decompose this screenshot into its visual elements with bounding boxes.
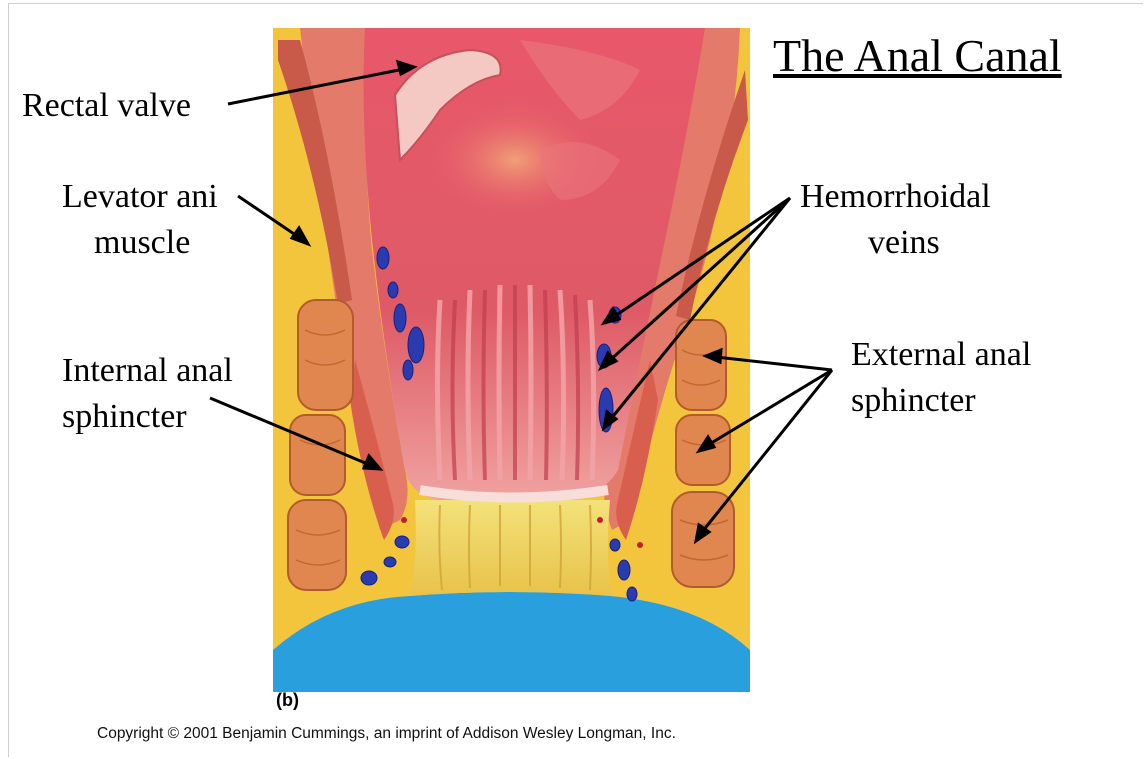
label-external-sphincter: External anal sphincter: [851, 332, 1031, 424]
external-sphincter-right: [672, 320, 734, 587]
label-internal-sphincter: Internal anal sphincter: [62, 348, 233, 440]
label-line: sphincter: [851, 378, 1031, 424]
label-line: sphincter: [62, 394, 233, 440]
panel-letter: (b): [276, 690, 299, 711]
label-line: External anal: [851, 332, 1031, 378]
label-line: Hemorrhoidal: [800, 174, 991, 220]
label-levator-ani: Levator ani muscle: [62, 174, 218, 266]
slide-title: The Anal Canal: [773, 28, 1062, 84]
label-hemorrhoidal-veins: Hemorrhoidal veins: [800, 174, 991, 266]
label-line: Internal anal: [62, 348, 233, 394]
label-rectal-valve: Rectal valve: [22, 83, 191, 129]
label-line: Rectal valve: [22, 83, 191, 129]
label-line: veins: [800, 220, 991, 266]
label-line: Levator ani: [62, 174, 218, 220]
label-line: muscle: [62, 220, 218, 266]
copyright-notice: Copyright © 2001 Benjamin Cummings, an i…: [97, 725, 676, 743]
